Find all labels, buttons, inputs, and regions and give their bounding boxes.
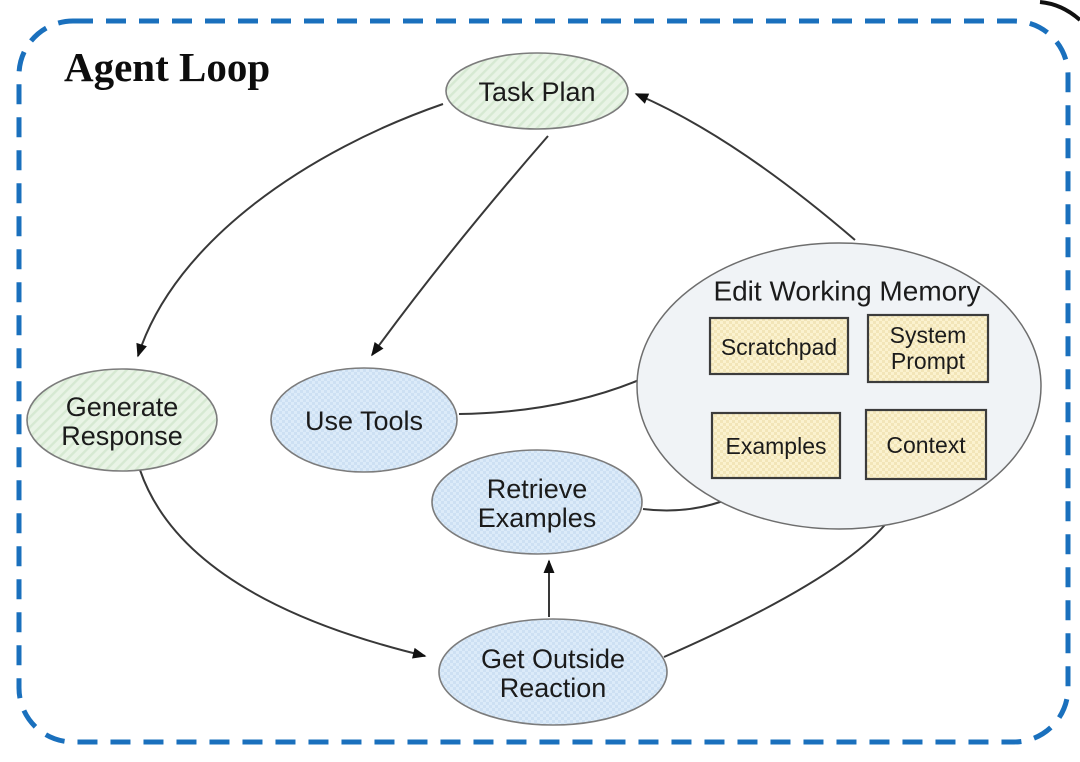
node-get-outside-reaction: Get Outside Reaction [438,618,668,726]
node-generate-response-shape [26,368,218,472]
memory-title: Edit Working Memory [713,276,980,307]
node-retrieve-examples: Retrieve Examples [431,449,643,555]
diagram-title: Agent Loop [64,44,270,90]
node-task-plan-shape [445,52,629,130]
edge-task-plan-to-use-tools [371,135,549,357]
node-use-tools-shape [270,367,458,473]
corner-crop-artifact [1039,0,1080,22]
memory-box-system-prompt-label-line2: Prompt [891,348,966,374]
memory-box-scratchpad-label: Scratchpad [721,334,837,360]
node-retrieve-examples-label-line2: Examples [478,503,597,533]
node-retrieve-examples-shape [431,449,643,555]
node-task-plan: Task Plan [445,52,629,130]
memory-box-context [864,408,988,481]
edge-memory-to-task-plan [634,93,856,241]
memory-group: Edit Working Memory Scratchpad System Pr… [636,242,1042,530]
memory-box-system-prompt [866,313,990,384]
node-get-outside-reaction-shape [438,618,668,726]
node-generate-response-label-line2: Response [61,421,183,451]
node-task-plan-label: Task Plan [478,77,595,107]
edge-task-plan-to-generate-response [136,103,444,358]
node-use-tools: Use Tools [270,367,458,473]
node-get-outside-reaction-label-line1: Get Outside [481,644,625,674]
memory-box-examples [710,411,842,480]
memory-box-system-prompt-label-line1: System [890,322,967,348]
node-retrieve-examples-label-line1: Retrieve [487,474,588,504]
dashed-frame-border [16,18,1071,745]
memory-box-context-label: Context [886,432,966,458]
edge-generate-response-to-get-outside-reaction [139,469,427,659]
node-generate-response-label-line1: Generate [66,392,179,422]
node-generate-response: Generate Response [26,368,218,472]
memory-box-examples-label: Examples [726,433,827,459]
node-get-outside-reaction-label-line2: Reaction [500,673,607,703]
memory-box-scratchpad [708,316,850,376]
node-use-tools-label: Use Tools [305,406,423,436]
